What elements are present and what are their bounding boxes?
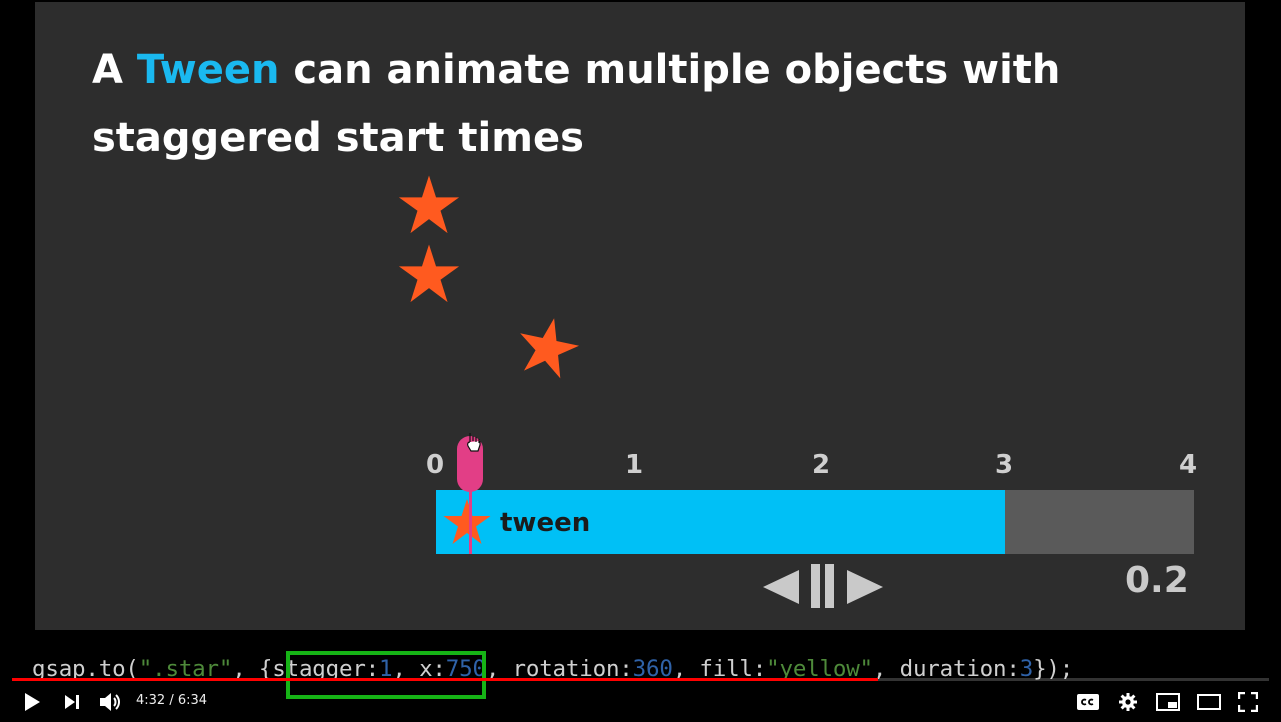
headline-prefix: A [92, 47, 137, 93]
timeline-tick-0: 0 [426, 450, 445, 480]
star-icon [442, 497, 492, 547]
timeline-tick-4: 4 [1179, 450, 1198, 480]
fullscreen-icon [1238, 692, 1258, 712]
headline-accent: Tween [136, 47, 280, 93]
total-time: 6:34 [177, 693, 208, 708]
volume-icon [100, 693, 120, 711]
progress-bar[interactable] [12, 678, 1269, 681]
playhead-line [469, 472, 472, 554]
captions-button[interactable] [1076, 690, 1100, 714]
video-slide: A Tween can animate multiple objects wit… [35, 2, 1245, 630]
tween-bar-label: tween [500, 508, 591, 538]
pause-icon[interactable] [811, 564, 835, 608]
current-time: 4:32 [136, 693, 166, 708]
skip-next-icon [65, 695, 79, 709]
timeline-transport [763, 562, 893, 610]
fullscreen-button[interactable] [1236, 690, 1260, 714]
code-token: 360 [632, 656, 673, 682]
play-button[interactable] [20, 690, 44, 714]
code-token: gsap.to( [32, 656, 139, 682]
progress-played [12, 678, 879, 681]
star-icon [510, 309, 586, 385]
headline-rest: can animate multiple objects with stagge… [92, 47, 1061, 161]
player-controls: 4:32 / 6:34 [0, 684, 1281, 720]
code-token: , {stagger: [232, 656, 380, 682]
tween-bar [436, 490, 1005, 554]
star-icon [397, 242, 461, 306]
code-caption: gsap.to(".star", {stagger:1, x:750, rota… [32, 656, 1073, 682]
code-token: , duration: [872, 656, 1020, 682]
play-icon [25, 693, 40, 711]
code-token: }); [1033, 656, 1074, 682]
theater-icon [1197, 694, 1221, 710]
settings-button[interactable] [1116, 690, 1140, 714]
miniplayer-button[interactable] [1155, 690, 1181, 714]
volume-button[interactable] [98, 690, 124, 714]
star-icon [397, 173, 461, 237]
code-token: 3 [1019, 656, 1034, 682]
captions-icon [1077, 694, 1099, 710]
timeline-tick-1: 1 [625, 450, 644, 480]
code-token: "yellow" [766, 656, 873, 682]
miniplayer-icon [1156, 693, 1180, 711]
timeline-current-time: 0.2 [1125, 560, 1189, 601]
time-separator: / [165, 693, 178, 708]
time-display: 4:32 / 6:34 [136, 693, 207, 708]
play-forward-icon[interactable] [847, 570, 883, 604]
code-token: , x: [392, 656, 446, 682]
slide-headline: A Tween can animate multiple objects wit… [92, 36, 1242, 172]
theater-mode-button[interactable] [1196, 690, 1222, 714]
timeline-tick-2: 2 [812, 450, 831, 480]
code-token: , rotation: [485, 656, 633, 682]
gear-icon [1119, 693, 1137, 711]
stagger-highlight-box [286, 651, 486, 699]
code-token: , fill: [672, 656, 767, 682]
code-token: 750 [445, 656, 486, 682]
next-button[interactable] [60, 690, 84, 714]
timeline-tick-3: 3 [995, 450, 1014, 480]
code-token: ".star" [138, 656, 233, 682]
hand-cursor-icon [465, 432, 481, 452]
code-token: 1 [379, 656, 393, 682]
rewind-icon[interactable] [763, 570, 799, 604]
